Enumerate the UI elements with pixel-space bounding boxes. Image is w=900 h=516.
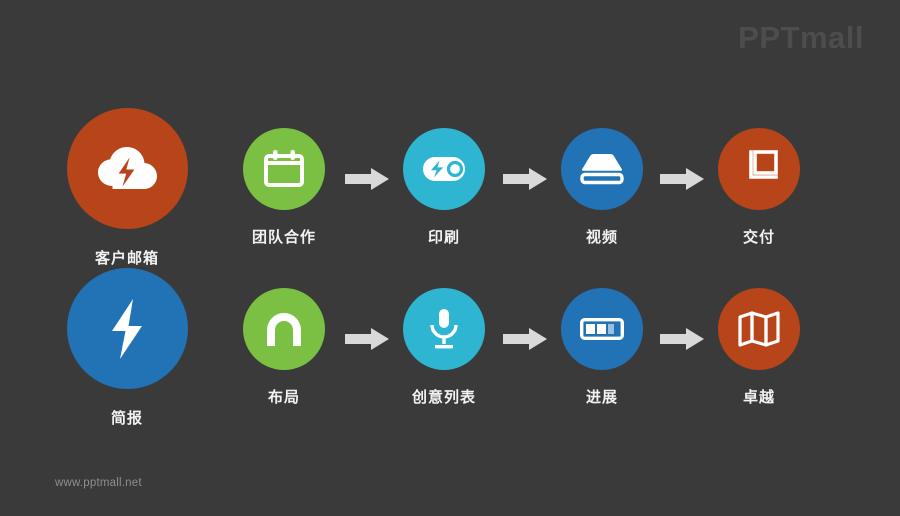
node-team-collaboration[interactable]: 团队合作 [209,128,359,245]
battery-bolt-icon [422,156,466,182]
magnet-icon [265,310,303,348]
node-circle[interactable] [403,128,485,210]
node-label: 简报 [110,410,143,427]
node-printing[interactable]: 印刷 [369,128,519,245]
node-circle[interactable] [243,128,325,210]
arrow-right-icon-4 [345,328,389,350]
arrow-right-icon-2 [503,168,547,190]
arrow-right-icon-3 [660,168,704,190]
footer-url: www.pptmall.net [55,477,142,489]
cloud-bolt-icon [96,146,158,192]
node-circle[interactable] [718,288,800,370]
node-delivery[interactable]: 交付 [684,128,834,245]
node-label: 交付 [742,229,775,246]
arrow-right-icon-1 [345,168,389,190]
arrow-right-icon-5 [503,328,547,350]
node-circle[interactable] [66,268,188,389]
node-label: 团队合作 [251,229,316,246]
node-layout[interactable]: 布局 [209,288,359,405]
node-label: 印刷 [427,229,460,246]
node-circle[interactable] [718,128,800,210]
map-icon [738,311,780,347]
node-label: 进展 [585,389,618,406]
node-circle[interactable] [561,128,643,210]
node-circle[interactable] [561,288,643,370]
node-label: 客户邮箱 [94,250,159,267]
node-video[interactable]: 视频 [527,128,677,245]
node-idea-list[interactable]: 创意列表 [369,288,519,405]
microphone-icon [428,308,460,350]
pptmall-logo: PPTmall [738,20,864,55]
node-label: 视频 [585,229,618,246]
node-label: 创意列表 [411,389,476,406]
node-label: 卓越 [742,389,775,406]
node-progress[interactable]: 进展 [527,288,677,405]
process-row-2: 简报 布局 [0,268,900,458]
node-circle[interactable] [243,288,325,370]
node-label: 布局 [267,389,300,406]
node-customer-mailbox[interactable]: 客户邮箱 [27,108,227,266]
copy-icon [740,150,778,188]
progress-bar-icon [580,318,624,340]
node-circle[interactable] [66,108,188,229]
node-briefing[interactable]: 简报 [27,268,227,426]
calendar-icon [264,149,304,189]
arrow-right-icon-6 [660,328,704,350]
hard-drive-icon [580,152,624,186]
node-circle[interactable] [403,288,485,370]
process-row-1: 客户邮箱 团队合作 [0,108,900,298]
node-excellence[interactable]: 卓越 [684,288,834,405]
bolt-icon [109,298,145,360]
